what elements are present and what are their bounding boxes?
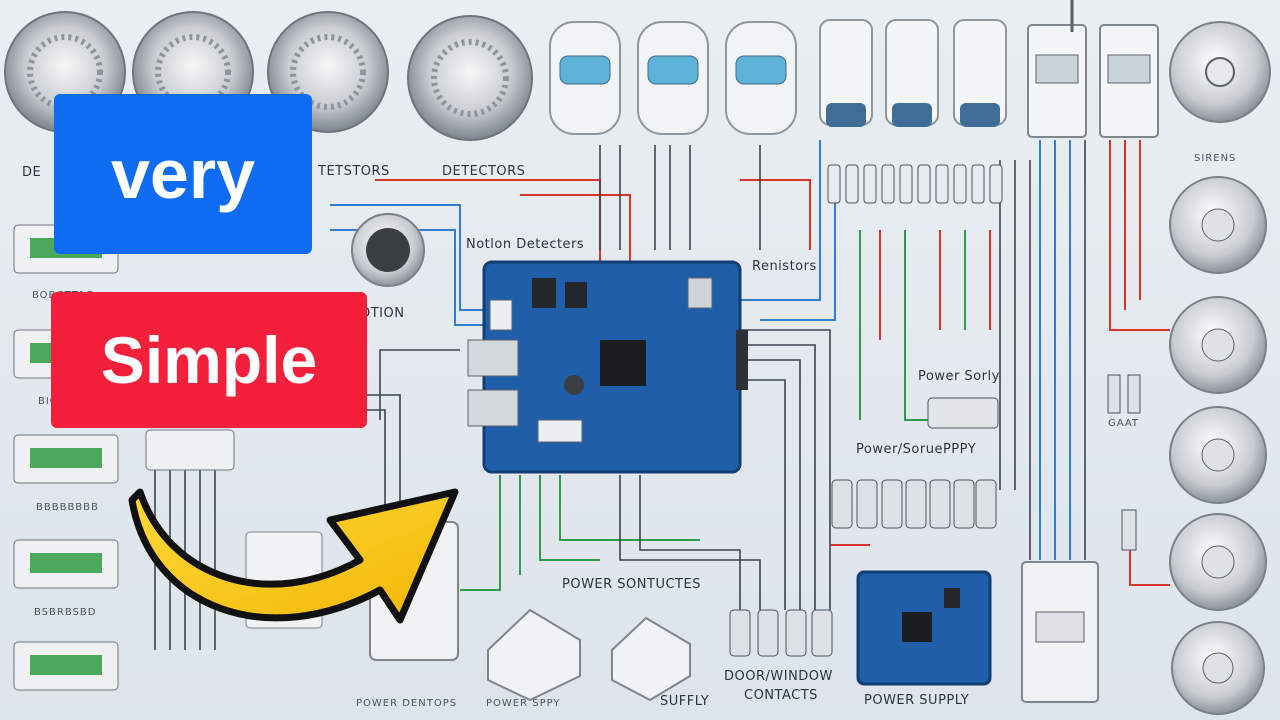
label-detectors-mid: TETSTORS <box>318 164 390 179</box>
label-resistors: Renistors <box>752 259 817 274</box>
label-power-spy: POWER SPPY <box>486 698 561 709</box>
label-power-supply-right: Power Sorly <box>918 369 1000 384</box>
label-detectors-right: DETECTORS <box>442 164 526 179</box>
resistor-row <box>827 164 1003 204</box>
label-contacts: CONTACTS <box>744 688 818 703</box>
label-supply: SUFFLY <box>660 694 710 709</box>
wires <box>154 140 1170 650</box>
label-power-supply-mid: Power/SoruePPPY <box>856 442 977 457</box>
label-power-dentops: POWER DENTOPS <box>356 698 458 709</box>
overlay-simple-badge: Simple <box>51 292 367 428</box>
main-control-board <box>467 260 748 474</box>
label-terminal-3: BBBBBBBB <box>36 502 99 513</box>
right-sirens <box>1169 21 1271 715</box>
small-detectors <box>819 19 1007 127</box>
label-power-contacts: POWER SONTUCTES <box>562 577 701 592</box>
label-detectors-left: DE <box>22 165 42 180</box>
motion-detectors <box>549 21 797 135</box>
door-window-contacts <box>729 609 833 657</box>
overlay-very-badge: very <box>54 94 312 254</box>
label-door-window: DOOR/WINDOW <box>724 669 833 684</box>
label-power-supply-bottom: POWER SUPPLY <box>864 693 970 708</box>
label-relay-small: GAAT <box>1108 418 1140 429</box>
label-motion: OTION <box>360 306 405 321</box>
label-terminal-4: BSBRBSBD <box>34 607 97 618</box>
arrow-icon <box>128 488 459 624</box>
power-supply-board <box>856 570 992 686</box>
label-sirens: SIRENS <box>1194 153 1237 164</box>
label-motion-detectors: Notlon Detecters <box>466 237 585 252</box>
control-modules <box>1027 0 1159 138</box>
fuse-row <box>831 479 997 529</box>
